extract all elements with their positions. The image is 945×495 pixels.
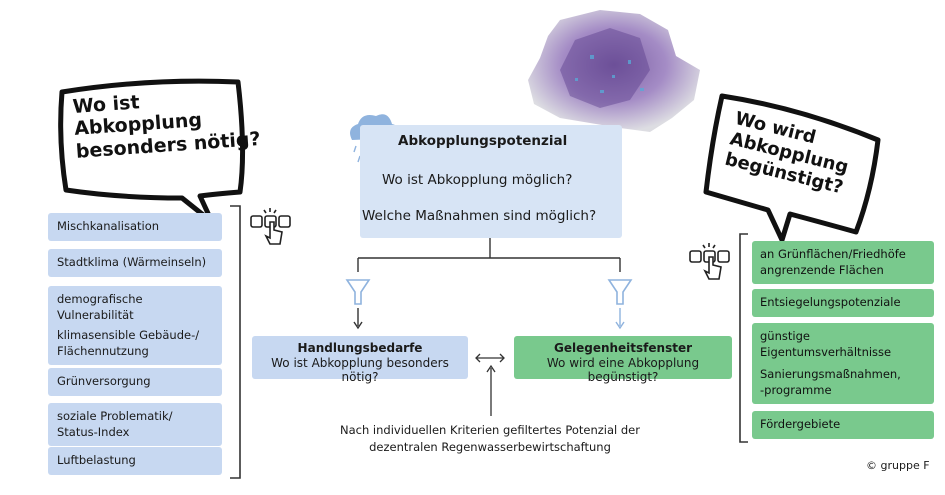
double-arrow-icon <box>475 353 505 363</box>
left-criterion: Luftbelastung <box>48 447 222 475</box>
filtered-potential-note: Nach individuellen Kriterien gefiltertes… <box>340 423 640 454</box>
left-bracket <box>230 205 241 479</box>
left-bubble-question: Wo ist Abkopplung besonders nötig? <box>72 91 262 163</box>
gelegenheitsfenster-subtitle: Wo wird eine Abkopplung begünstigt? <box>546 356 700 384</box>
left-speech-bubble <box>58 78 246 225</box>
abkopplungspotenzial-box <box>360 125 622 238</box>
left-criterion: Grünversorgung <box>48 368 222 396</box>
gelegenheitsfenster-title: Gelegenheitsfenster <box>553 341 693 355</box>
gelegenheitsfenster-box: Gelegenheitsfenster Wo wird eine Abkoppl… <box>514 336 732 384</box>
center-question-1: Wo ist Abkopplung möglich? <box>382 172 573 188</box>
touch-select-icon <box>250 208 291 245</box>
right-criterion: Entsiegelungspotenziale <box>752 289 934 317</box>
left-criterion: demografische Vulnerabilität <box>48 286 222 330</box>
left-criterion: klimasensible Gebäude-/ Flächennutzung <box>48 322 222 366</box>
filter-funnel-icon <box>345 279 633 305</box>
handlungsbedarfe-box: Handlungsbedarfe Wo ist Abkopplung beson… <box>252 336 468 384</box>
left-criterion: Mischkanalisation <box>48 213 222 241</box>
center-question-2: Welche Maßnahmen sind möglich? <box>362 208 597 224</box>
touch-select-icon <box>689 243 730 280</box>
right-criterion: Fördergebiete <box>752 411 934 439</box>
left-criterion: soziale Problematik/ Status-Index <box>48 403 222 447</box>
right-criterion: Sanierungsmaßnahmen, -programme <box>752 361 934 405</box>
right-criterion: günstige Eigentumsverhältnisse <box>752 323 934 367</box>
left-criterion: Stadtklima (Wärmeinseln) <box>48 249 222 277</box>
handlungsbedarfe-subtitle: Wo ist Abkopplung besonders nötig? <box>271 356 449 384</box>
handlungsbedarfe-title: Handlungsbedarfe <box>297 341 423 355</box>
right-bracket <box>739 233 748 443</box>
copyright-label: © gruppe F <box>866 459 930 472</box>
right-speech-bubble <box>703 93 881 243</box>
right-criterion: an Grünflächen/Friedhöfe angrenzende Flä… <box>752 241 934 285</box>
center-title: Abkopplungspotenzial <box>398 133 568 149</box>
